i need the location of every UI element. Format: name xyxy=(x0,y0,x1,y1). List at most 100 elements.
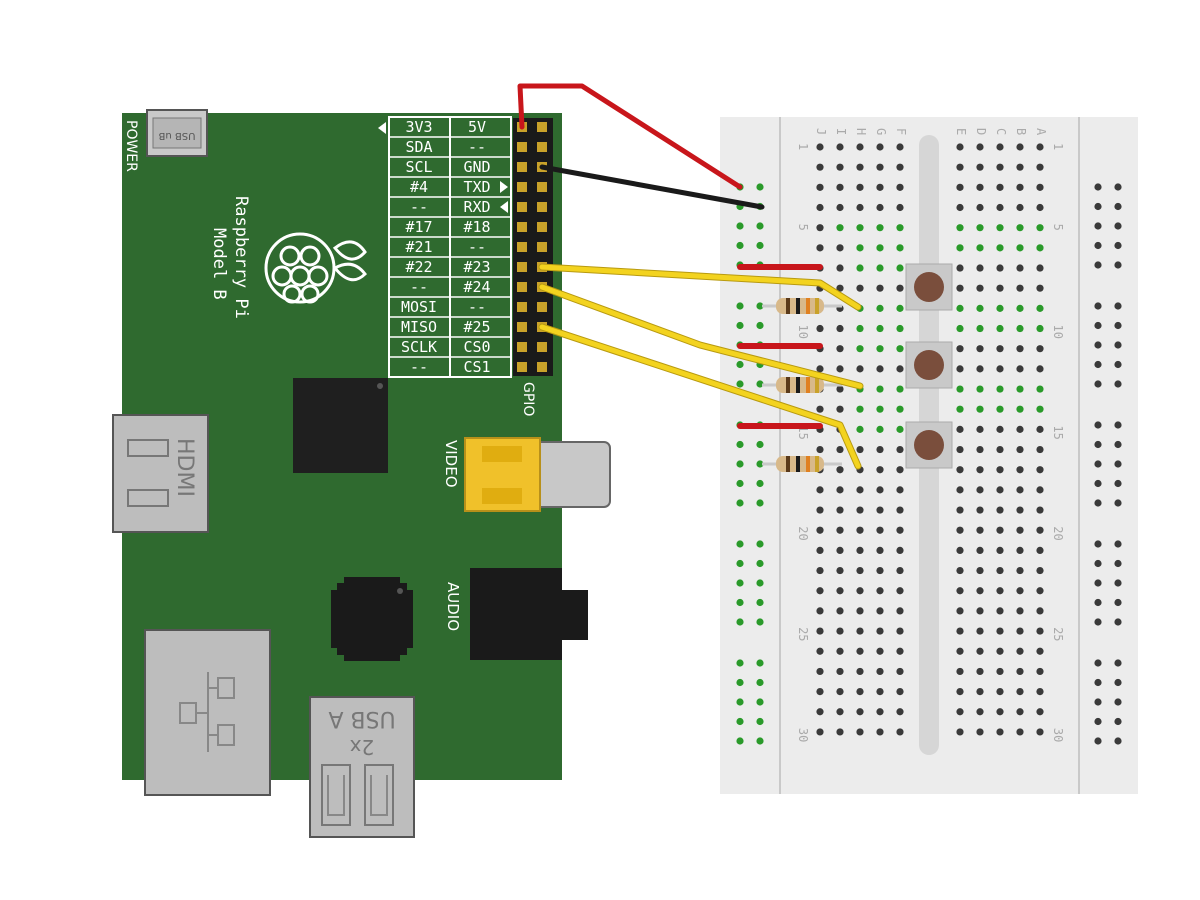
breadboard-hole xyxy=(996,607,1004,615)
breadboard-hole xyxy=(1016,728,1024,736)
breadboard-hole xyxy=(1036,405,1044,413)
breadboard-hole xyxy=(856,445,864,454)
breadboard-hole xyxy=(976,587,984,595)
row-number: 10 xyxy=(796,325,810,339)
breadboard-hole xyxy=(956,244,964,252)
rail-hole xyxy=(1094,380,1102,388)
breadboard-hole xyxy=(876,566,884,575)
gpio-pin xyxy=(517,222,527,232)
rail-hole xyxy=(1094,321,1102,330)
breadboard-hole xyxy=(1016,526,1024,534)
breadboard-hole xyxy=(976,324,984,333)
usb-a-port: USB A 2x xyxy=(309,696,415,838)
breadboard-hole xyxy=(896,687,904,696)
rail-hole xyxy=(1114,440,1122,449)
gpio-pin xyxy=(517,162,527,172)
breadboard-hole xyxy=(956,708,964,716)
push-button[interactable] xyxy=(905,263,953,311)
breadboard-hole xyxy=(876,708,884,716)
breadboard-hole xyxy=(996,587,1004,595)
breadboard-hole xyxy=(976,143,984,151)
gpio-pin-label: CS1 xyxy=(463,358,490,376)
breadboard-hole xyxy=(836,486,844,494)
breadboard-hole xyxy=(896,708,904,716)
resistors xyxy=(762,298,842,472)
rail-hole xyxy=(1094,360,1102,369)
breadboard-hole xyxy=(996,486,1004,494)
breadboard-hole xyxy=(1036,667,1044,676)
breadboard-hole xyxy=(816,708,824,716)
breadboard-hole xyxy=(896,163,904,171)
breadboard-hole xyxy=(1016,345,1024,353)
push-button[interactable] xyxy=(905,421,953,469)
gpio-pin-label: 3V3 xyxy=(405,118,432,136)
breadboard-hole xyxy=(856,627,864,635)
breadboard-hole xyxy=(816,526,824,534)
breadboard-hole xyxy=(876,506,884,514)
breadboard-hole xyxy=(816,405,824,413)
breadboard-hole xyxy=(816,546,824,555)
breadboard-hole xyxy=(996,345,1004,353)
breadboard-hole xyxy=(996,203,1004,212)
gpio-pin-label: 5V xyxy=(468,118,486,136)
row-number: 15 xyxy=(1051,425,1065,439)
rail-hole xyxy=(1114,479,1122,488)
row-number: 25 xyxy=(1051,627,1065,641)
breadboard-hole xyxy=(896,224,904,232)
breadboard-hole xyxy=(976,405,984,413)
breadboard-hole xyxy=(1016,244,1024,252)
gpio-pin-label: #22 xyxy=(405,258,432,276)
breadboard-hole xyxy=(856,284,864,292)
rail-hole xyxy=(756,659,764,667)
breadboard-hole xyxy=(836,546,844,555)
breadboard-hole xyxy=(856,224,864,232)
rail-hole xyxy=(1114,737,1122,745)
breadboard-hole xyxy=(956,264,964,272)
breadboard-hole xyxy=(896,627,904,635)
rail-hole xyxy=(736,440,744,449)
breadboard-hole xyxy=(976,466,984,474)
row-number: 20 xyxy=(1051,526,1065,540)
rail-hole xyxy=(736,380,744,388)
breadboard-hole xyxy=(1036,486,1044,494)
breadboard-hole xyxy=(1016,224,1024,232)
rail-hole xyxy=(1094,261,1102,269)
breadboard-hole xyxy=(896,425,904,433)
breadboard-hole xyxy=(836,728,844,736)
breadboard-hole xyxy=(1036,183,1044,191)
column-label: E xyxy=(954,128,968,135)
breadboard-hole xyxy=(856,526,864,534)
rail-hole xyxy=(1114,202,1122,211)
breadboard-hole xyxy=(996,405,1004,413)
breadboard-hole xyxy=(956,526,964,534)
breadboard-hole xyxy=(976,526,984,534)
breadboard-hole xyxy=(996,506,1004,514)
breadboard-hole xyxy=(1016,647,1024,655)
row-number: 5 xyxy=(796,224,810,231)
breadboard-hole xyxy=(956,728,964,736)
breadboard-hole xyxy=(876,224,884,232)
gpio-pin-label: SCLK xyxy=(401,338,437,356)
breadboard-hole xyxy=(996,445,1004,454)
rail-hole xyxy=(1114,717,1122,726)
breadboard-hole xyxy=(1036,304,1044,312)
rail-hole xyxy=(756,479,764,488)
gpio-pin-label: #21 xyxy=(405,238,432,256)
breadboard-hole xyxy=(876,667,884,676)
breadboard-hole xyxy=(856,143,864,151)
rail-hole xyxy=(736,737,744,745)
row-number: 1 xyxy=(796,143,810,150)
ethernet-port xyxy=(144,629,271,796)
rail-hole xyxy=(736,321,744,330)
breadboard-hole xyxy=(1016,264,1024,272)
push-button[interactable] xyxy=(905,341,953,389)
breadboard-hole xyxy=(876,143,884,151)
breadboard-hole xyxy=(996,708,1004,716)
breadboard-hole xyxy=(816,687,824,696)
breadboard-hole xyxy=(1036,708,1044,716)
gpio-label: GPIO xyxy=(520,382,536,416)
breadboard-hole xyxy=(1016,324,1024,333)
rail-hole xyxy=(756,678,764,687)
resistor xyxy=(762,298,842,314)
gpio-pin-label: -- xyxy=(468,138,486,156)
